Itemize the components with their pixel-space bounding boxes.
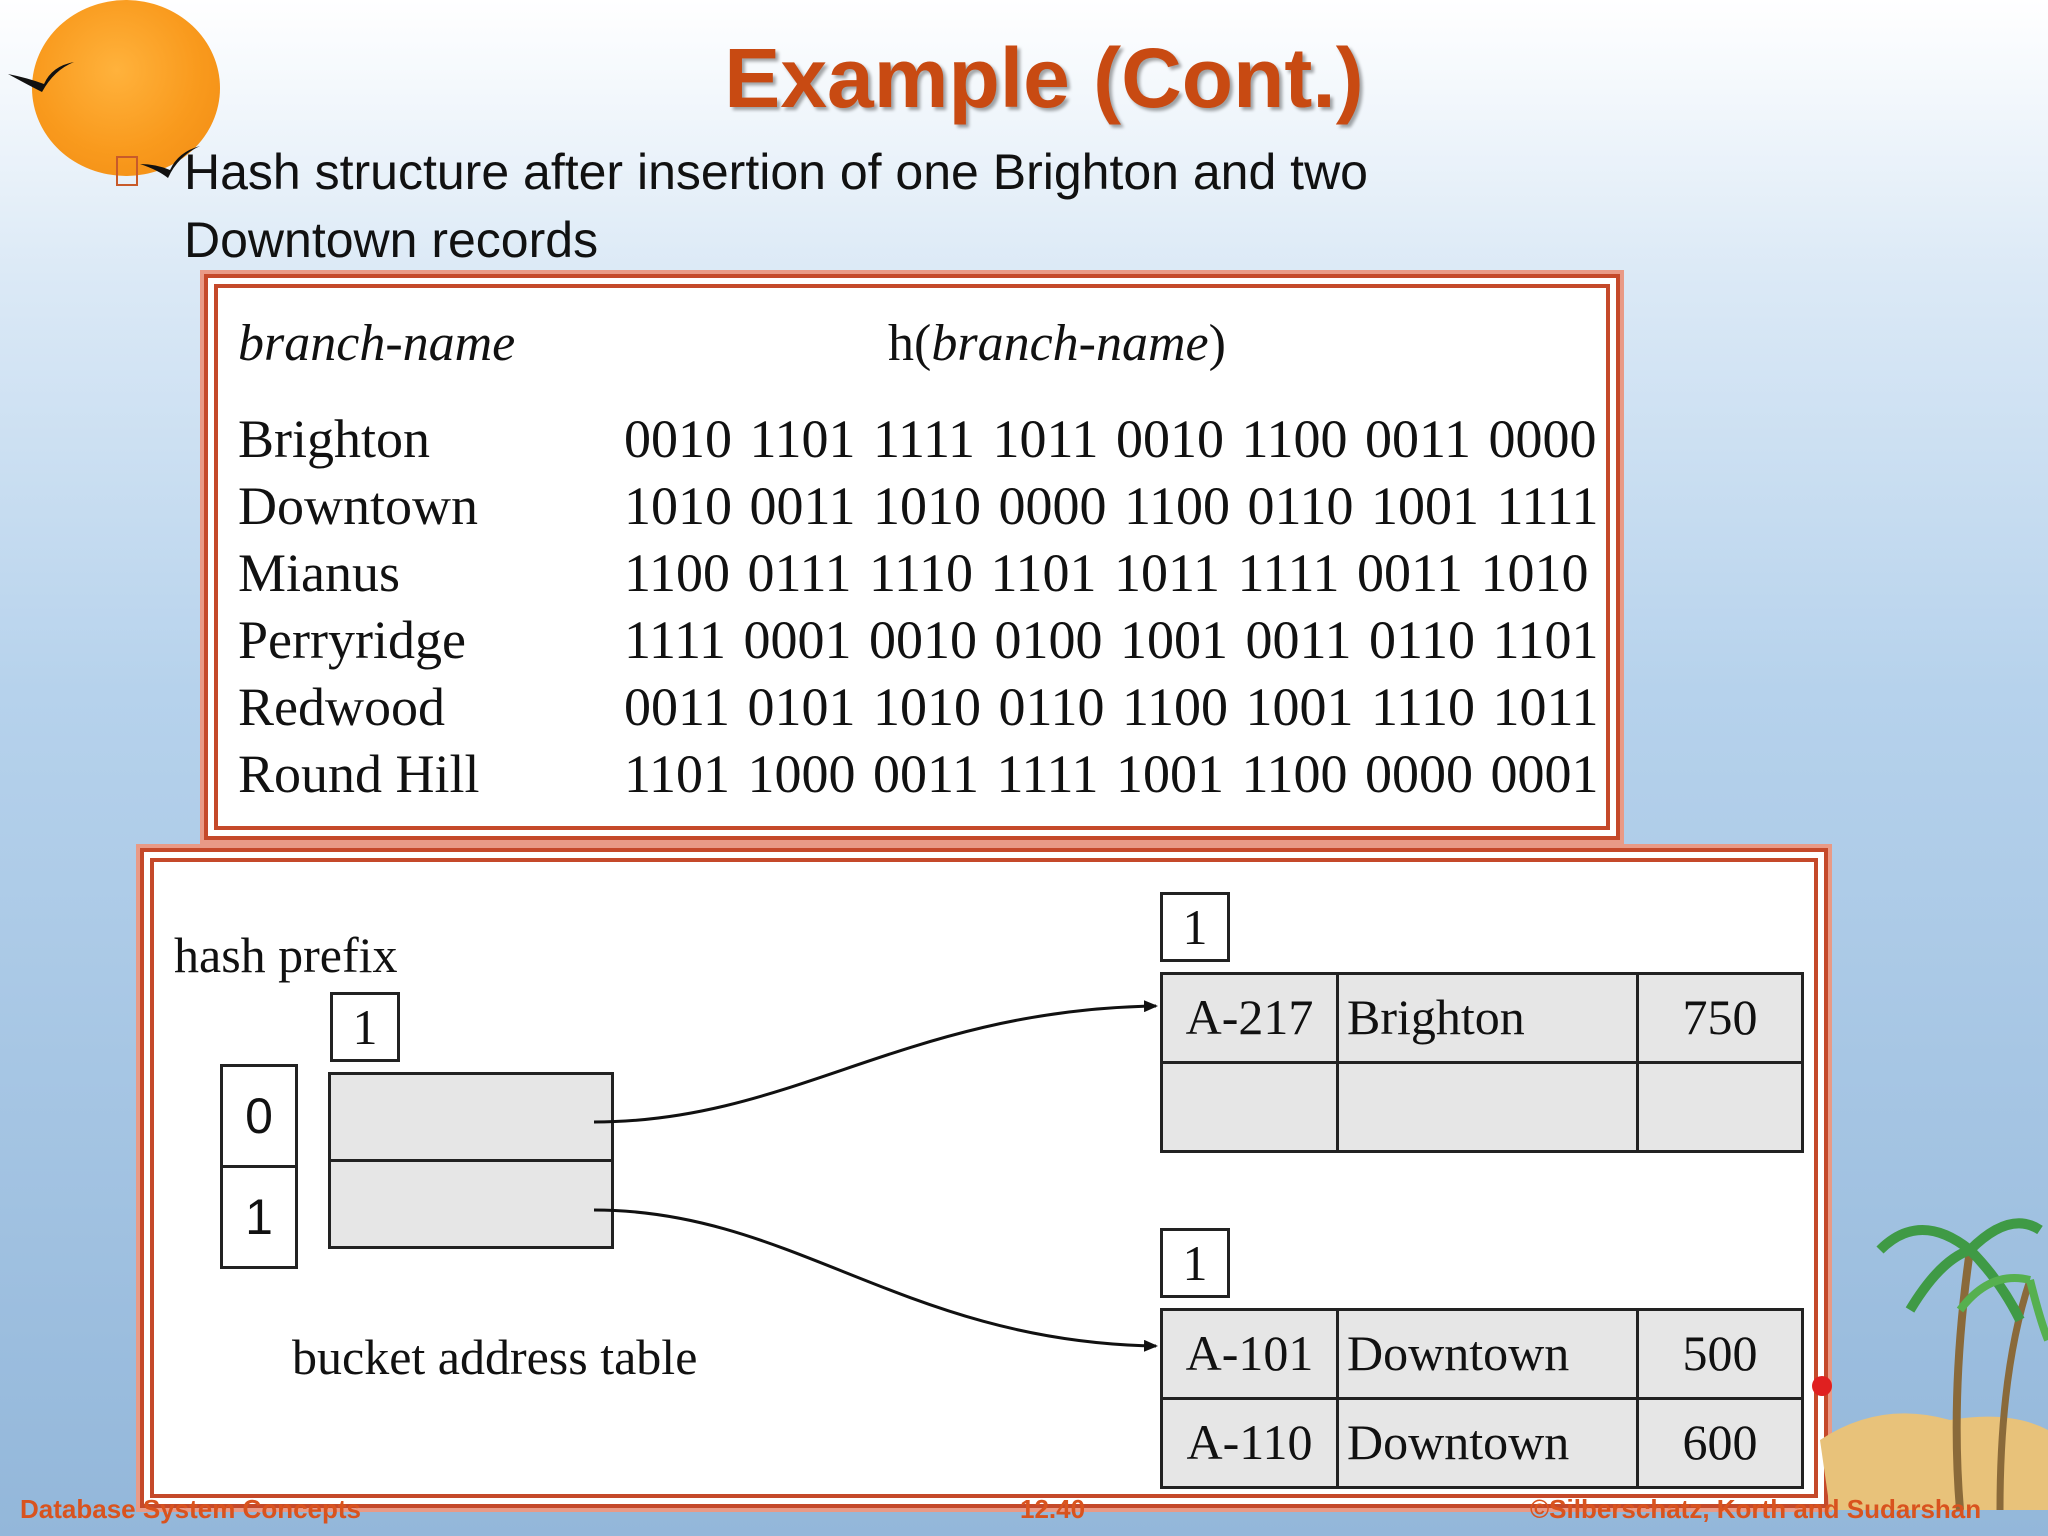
hash-function-table: branch-name h(branch-name) Brighton 0010… <box>204 274 1620 840</box>
bucket-2: A-101 Downtown 500 A-110 Downtown 600 <box>1160 1308 1804 1489</box>
account-number-cell <box>1163 1064 1339 1150</box>
hash-prefix-label: hash prefix <box>174 927 398 983</box>
branch-name-cell: Brighton <box>238 409 431 469</box>
bucket-1: A-217 Brighton 750 <box>1160 972 1804 1153</box>
branch-name-cell: Downtown <box>1339 1400 1639 1486</box>
prefix-index-0: 0 <box>220 1064 298 1168</box>
footer-left: Database System Concepts <box>20 1494 362 1524</box>
balance-cell: 500 <box>1682 1325 1758 1381</box>
bucket-pointer-cell-1 <box>328 1159 614 1249</box>
branch-name-cell: Downtown <box>1339 1311 1639 1397</box>
hash-value-cell: 0011 0101 1010 0110 1100 1001 1110 1011 <box>624 677 1599 737</box>
footer-copyright: ©Silberschatz, Korth and Sudarshan <box>1530 1494 1982 1524</box>
birds-icon <box>8 62 200 178</box>
account-number-cell: A-110 <box>1163 1400 1339 1486</box>
account-number-cell: A-101 <box>1163 1311 1339 1397</box>
bullet-text: Hash structure after insertion of one Br… <box>184 138 1684 274</box>
bucket-record-row: A-110 Downtown 600 <box>1163 1397 1801 1486</box>
pointer-arrows <box>593 1000 1158 1352</box>
branch-name-cell: Brighton <box>1339 975 1639 1061</box>
account-number-cell: A-217 <box>1163 975 1339 1061</box>
palm-tree-icon <box>1812 1218 2048 1510</box>
bullet-line-1: Hash structure after insertion of one Br… <box>184 144 1368 200</box>
branch-name-cell: Round Hill <box>238 744 480 804</box>
hash-value-cell: 1100 0111 1110 1101 1011 1111 0011 1010 <box>624 543 1589 603</box>
bucket-2-depth-box: 1 <box>1160 1228 1230 1298</box>
column-header-branch-name: branch-name <box>238 315 516 372</box>
pointer-arrow-1 <box>593 1208 1158 1352</box>
balance-cell: 600 <box>1682 1414 1758 1470</box>
bullet-line-2: Downtown records <box>184 212 599 268</box>
hash-value-cell: 1101 1000 0011 1111 1001 1100 0000 0001 <box>624 744 1599 804</box>
pointer-arrow-0 <box>593 1000 1158 1124</box>
global-depth-box: 1 <box>330 992 400 1062</box>
balance-cell: 750 <box>1682 989 1758 1045</box>
hash-value-cell: 0010 1101 1111 1011 0010 1100 0011 0000 <box>624 409 1597 469</box>
column-header-hash: h(branch-name) <box>888 315 1226 372</box>
bucket-record-row <box>1163 1061 1801 1150</box>
branch-name-cell: Redwood <box>238 677 445 737</box>
extendable-hash-diagram: hash prefix 1 0 1 bucket address table 1… <box>140 848 1828 1508</box>
branch-name-cell: Downtown <box>238 476 478 536</box>
slide-title: Example (Cont.) <box>724 31 1364 125</box>
bucket-record-row: A-217 Brighton 750 <box>1163 975 1801 1061</box>
branch-name-cell: Mianus <box>238 543 400 603</box>
branch-name-cell: Perryridge <box>238 610 466 670</box>
hash-value-cell: 1010 0011 1010 0000 1100 0110 1001 1111 <box>624 476 1599 536</box>
branch-name-cell <box>1339 1064 1639 1150</box>
bucket-1-depth-box: 1 <box>1160 892 1230 962</box>
hash-value-cell: 1111 0001 0010 0100 1001 0011 0110 1101 <box>624 610 1599 670</box>
bucket-record-row: A-101 Downtown 500 <box>1163 1311 1801 1397</box>
bullet-marker <box>116 156 138 186</box>
sun-decoration <box>32 0 220 176</box>
bucket-address-table-label: bucket address table <box>292 1329 698 1385</box>
prefix-index-1: 1 <box>220 1165 298 1269</box>
footer-page-number: 12.40 <box>1020 1494 1086 1524</box>
